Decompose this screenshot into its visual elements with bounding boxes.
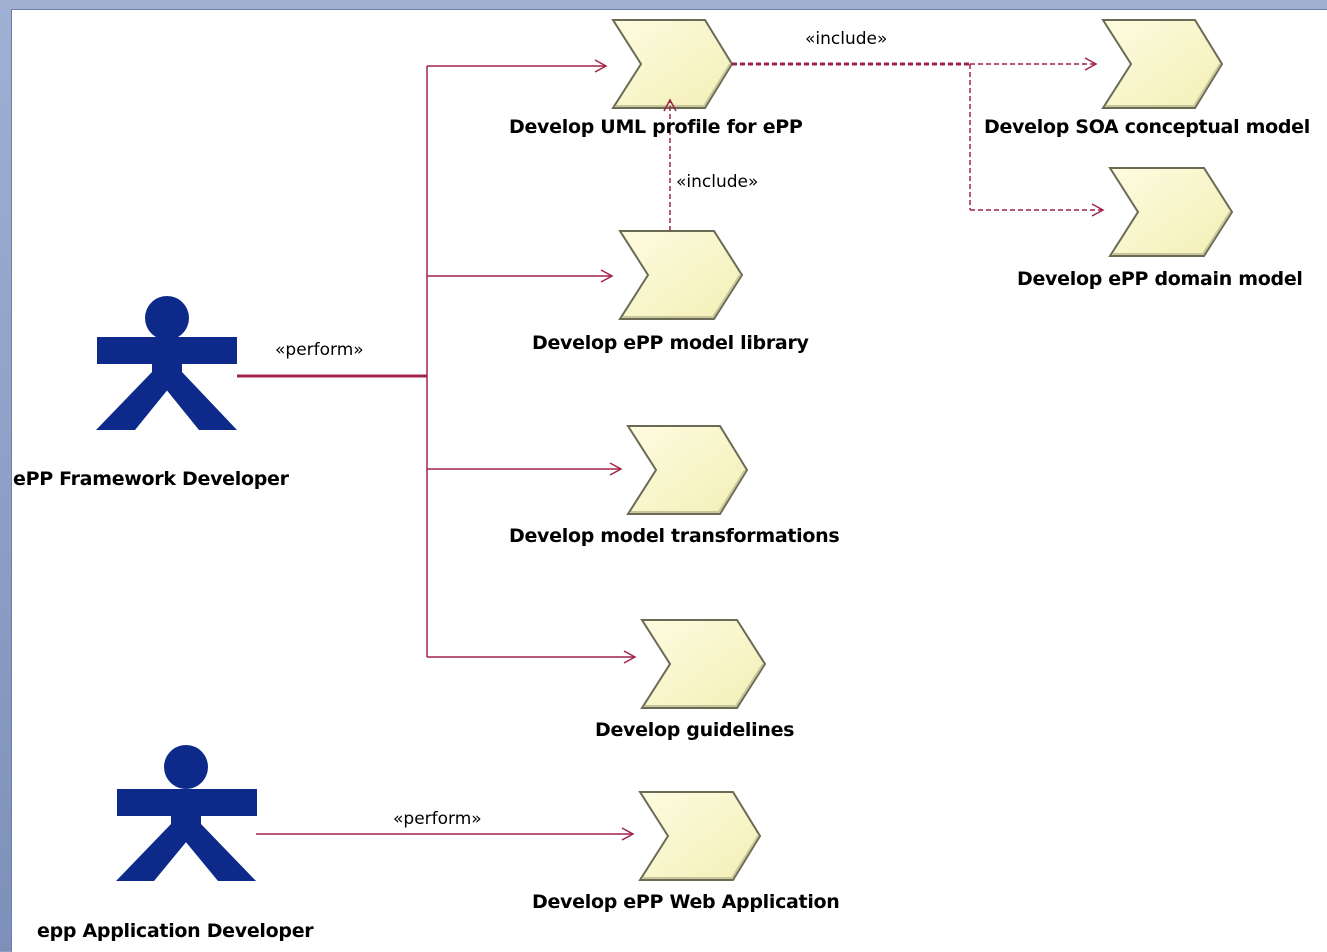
- activity-label-guidelines: Develop guidelines: [595, 719, 795, 741]
- activity-shape-transformations[interactable]: [626, 425, 749, 515]
- activity-shape-uml-profile[interactable]: [611, 19, 734, 109]
- activity-shape-guidelines[interactable]: [640, 619, 767, 709]
- actor-figure-application[interactable]: [116, 745, 257, 881]
- actor-label-application: epp Application Developer: [37, 920, 314, 942]
- stereotype-perform-framework: «perform»: [275, 340, 364, 360]
- activity-shape-soa-model[interactable]: [1101, 19, 1224, 109]
- stereotype-perform-application: «perform»: [393, 809, 482, 829]
- activity-label-uml-profile: Develop UML profile for ePP: [509, 116, 803, 138]
- activity-shape-model-library[interactable]: [618, 230, 744, 320]
- actor-label-framework: ePP Framework Developer: [13, 468, 289, 490]
- stereotype-include-library: «include»: [676, 172, 759, 192]
- activity-label-domain-model: Develop ePP domain model: [1017, 268, 1303, 290]
- activity-label-web-app: Develop ePP Web Application: [532, 891, 840, 913]
- stereotype-include-top: «include»: [805, 29, 888, 49]
- activity-label-soa-model: Develop SOA conceptual model: [984, 116, 1310, 138]
- activity-label-transformations: Develop model transformations: [509, 525, 840, 547]
- actor-figure-framework[interactable]: [96, 296, 237, 430]
- activity-label-model-library: Develop ePP model library: [532, 332, 809, 354]
- activity-shape-domain-model[interactable]: [1108, 167, 1234, 257]
- activity-shape-web-app[interactable]: [638, 791, 762, 881]
